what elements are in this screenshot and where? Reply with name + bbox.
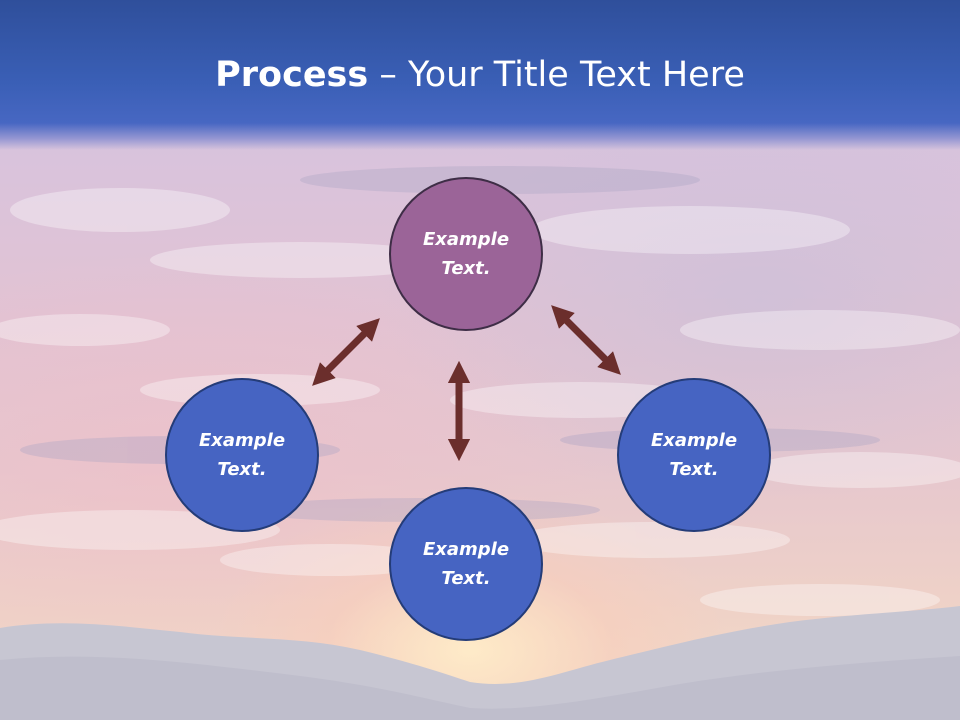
title-rest: – Your Title Text Here [368,55,745,95]
node-left-line1: Example [198,430,286,451]
title-bar: Process – Your Title Text Here [0,0,960,150]
node-right-line1: Example [650,430,738,451]
node-top-line1: Example [422,229,510,250]
node-left-line2: Text. [217,459,267,480]
slide-title[interactable]: Process – Your Title Text Here [0,52,960,98]
node-top-line2: Text. [441,258,491,279]
arrow-top-right [551,305,621,375]
node-bottom-line1: Example [422,539,510,560]
arrow-top-left [312,318,380,386]
node-bottom-line2: Text. [441,568,491,589]
title-bold: Process [215,55,369,95]
node-right-line2: Text. [669,459,719,480]
